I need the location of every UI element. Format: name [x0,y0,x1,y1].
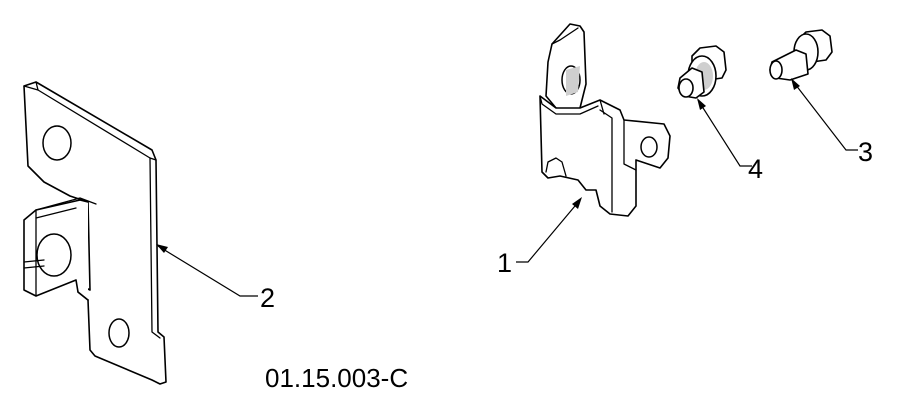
callout-4: 4 [748,154,763,184]
leader-4 [697,98,752,167]
hole-right [640,136,658,158]
flange-bolt-icon [769,29,833,81]
bracket-small-icon [539,23,671,217]
slot-hole [36,233,72,277]
bracket-large-icon [23,81,167,385]
flange-nut-icon [677,45,727,99]
hole-top [42,125,72,161]
callout-1: 1 [497,248,512,278]
leader-3 [791,78,858,151]
hole-bottom [108,318,130,348]
leader-2 [156,244,258,297]
drawing-id: 01.15.003-C [265,363,408,393]
leader-1 [516,197,582,263]
callout-2: 2 [260,283,275,313]
callout-3: 3 [858,137,873,167]
